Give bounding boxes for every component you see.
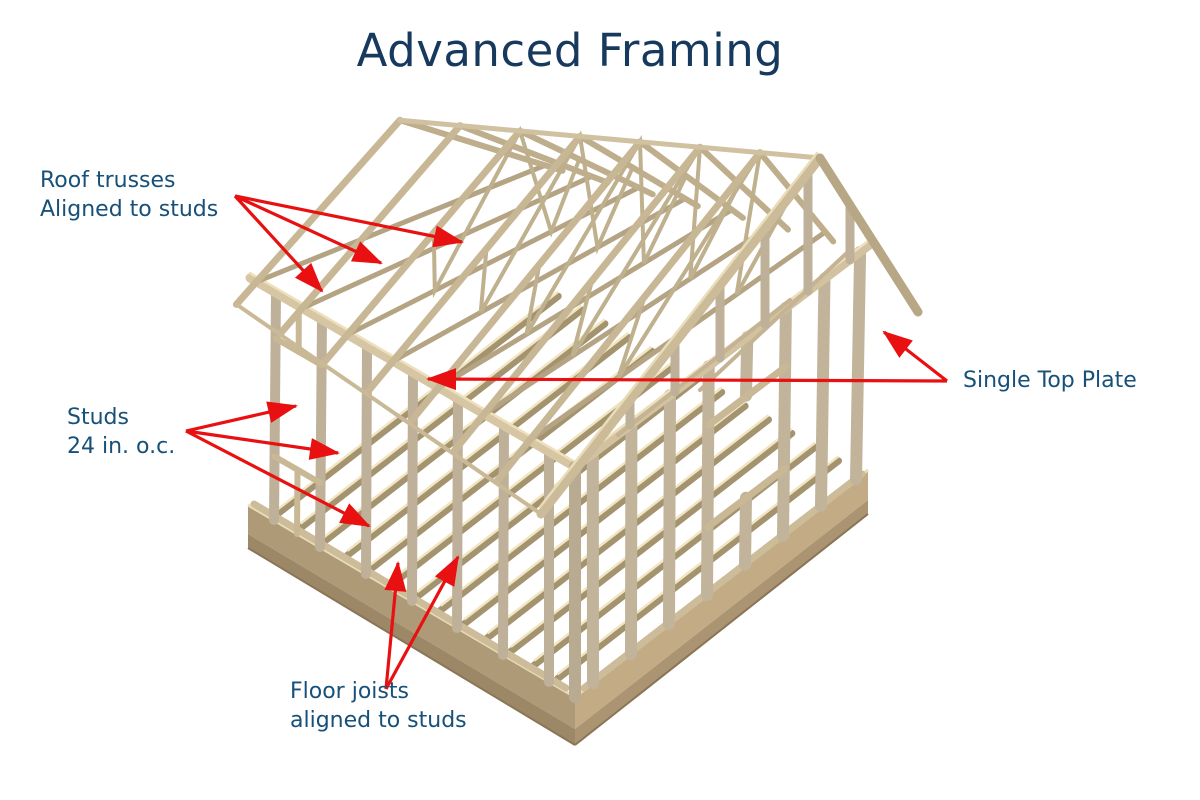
right-wall-studs (586, 246, 867, 689)
label-roof-trusses: Roof trusses Aligned to studs (40, 168, 219, 222)
eave-line (234, 302, 543, 516)
left-wall (245, 271, 580, 692)
callout-arrows (185, 194, 948, 690)
left-wall-studs (269, 288, 554, 687)
rim-joist-left (248, 505, 575, 729)
arrows-single-top-plate (426, 330, 948, 391)
sill-skirt-right (575, 500, 868, 745)
label-floor-joists: Floor joists aligned to studs (290, 679, 467, 733)
arrows-roof-trusses (233, 194, 464, 293)
page-title: Advanced Framing (356, 24, 784, 77)
truss-right-rafters (397, 117, 837, 245)
gable-right-rafter (815, 153, 923, 317)
arrows-studs (185, 401, 371, 528)
rim-joist-right (575, 470, 868, 729)
ridge-board (397, 117, 823, 161)
gable-end (536, 151, 923, 519)
right-wall (569, 236, 877, 703)
label-studs: Studs 24 in. o.c. (67, 405, 176, 459)
arrows-floor-joists (384, 555, 460, 690)
gable-left-rafter (536, 153, 825, 519)
left-wall-window-framing (271, 303, 325, 537)
right-wall-window-framing (704, 363, 790, 531)
label-single-top-plate: Single Top Plate (963, 368, 1137, 393)
